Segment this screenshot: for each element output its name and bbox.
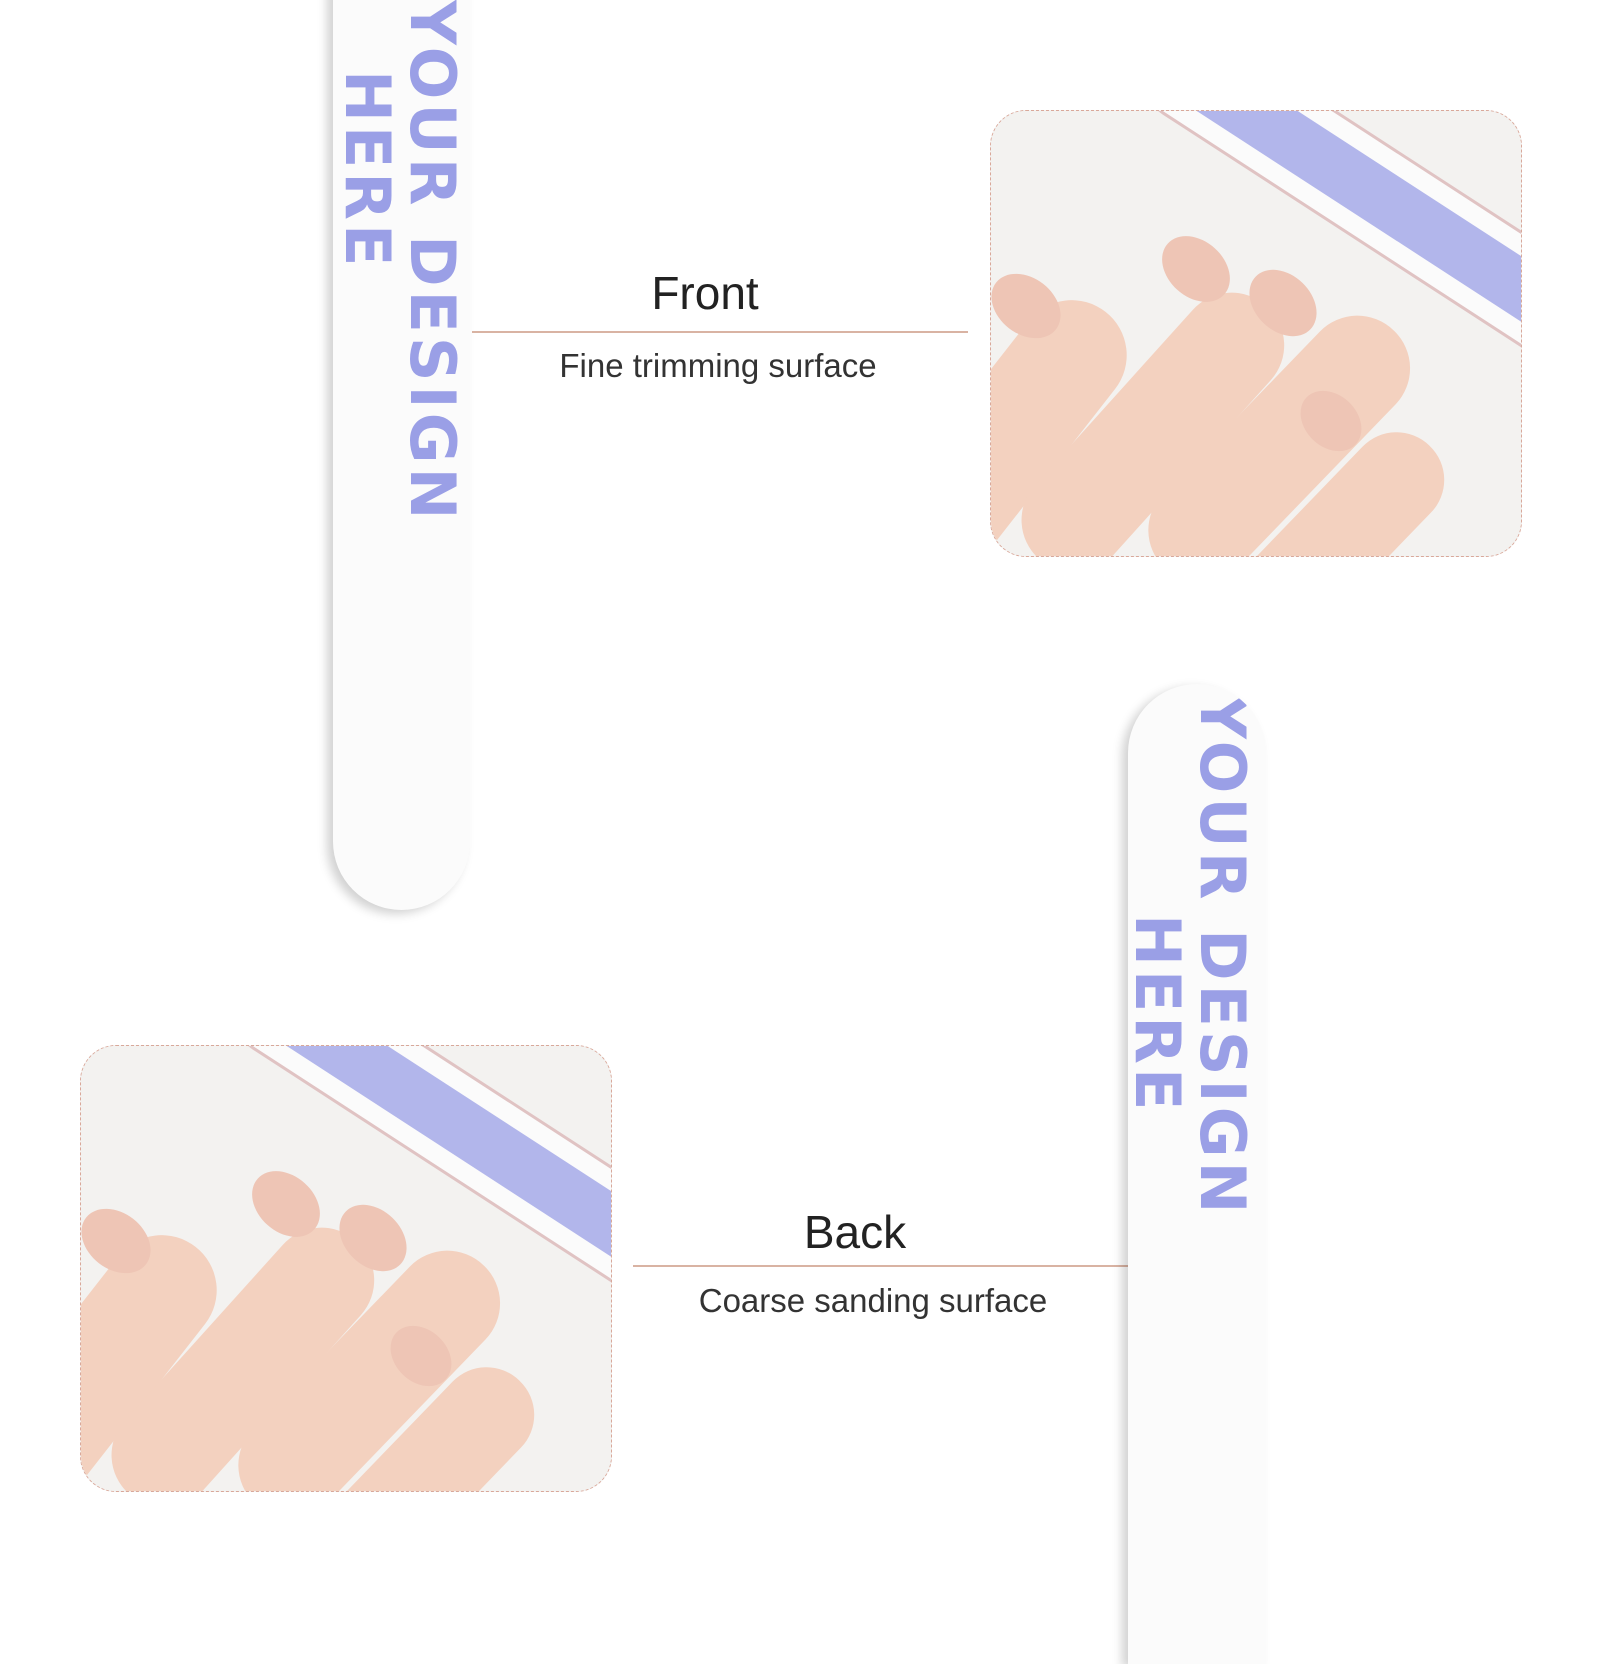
front-nail-file: YOUR DESIGN HERE [333, 0, 470, 910]
front-title: Front [651, 267, 759, 319]
front-divider [472, 331, 968, 333]
front-print-line1: YOUR DESIGN [396, 0, 469, 524]
hand-with-file-image [991, 111, 1521, 556]
back-title: Back [803, 1206, 907, 1258]
back-usage-photo [80, 1045, 612, 1492]
back-divider [633, 1265, 1130, 1267]
back-nail-file: YOUR DESIGN HERE [1128, 684, 1266, 1664]
hand-with-file-image [81, 1046, 611, 1491]
back-subtitle: Coarse sanding surface [698, 1282, 1048, 1319]
front-usage-photo [990, 110, 1522, 557]
front-subtitle: Fine trimming surface [559, 347, 877, 384]
back-print-line1: YOUR DESIGN [1186, 694, 1259, 1218]
front-print-line2: HERE [333, 70, 404, 271]
back-print-line2: HERE [1128, 914, 1194, 1115]
